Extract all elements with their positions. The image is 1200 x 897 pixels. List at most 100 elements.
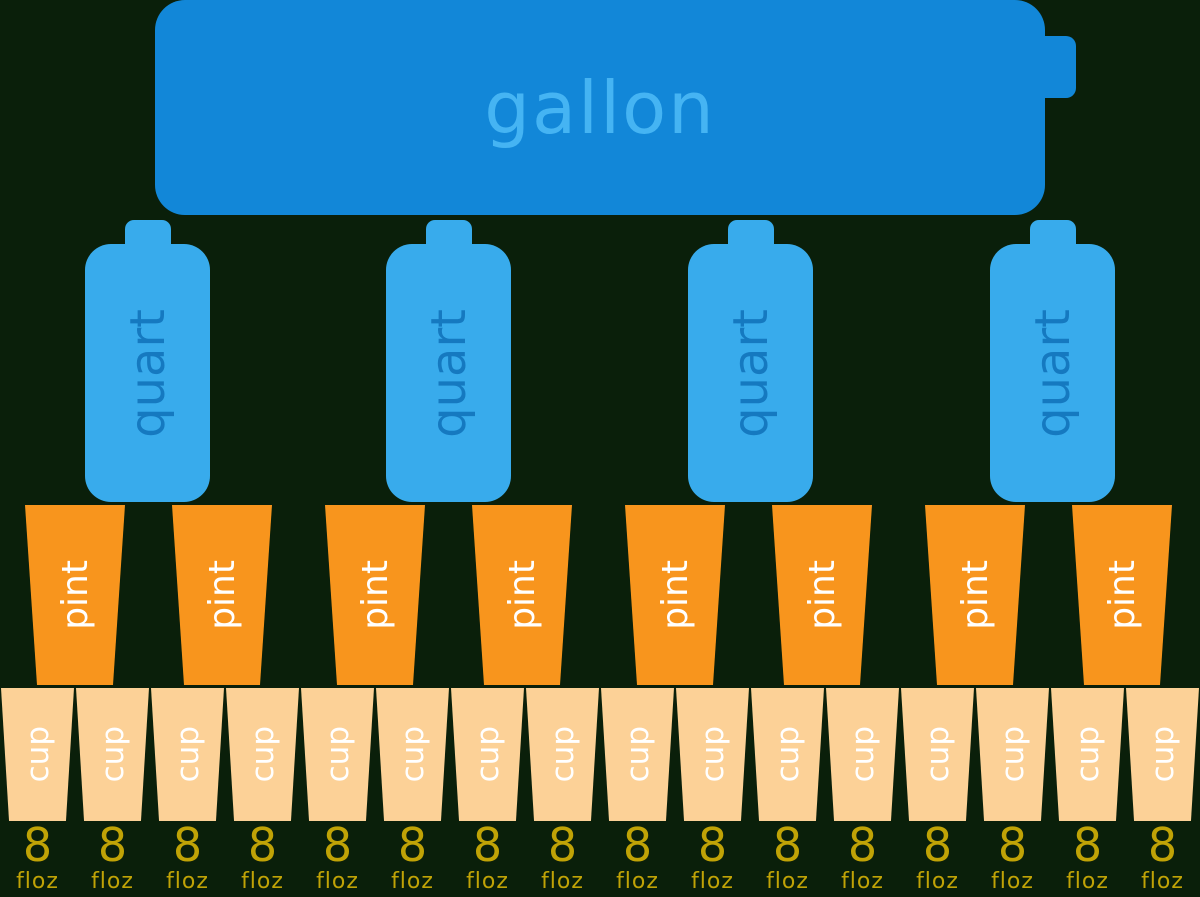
cup-container: cup xyxy=(1051,688,1124,821)
floz-unit: floz xyxy=(391,869,434,894)
cup-label: cup xyxy=(919,726,956,783)
pint-label: pint xyxy=(654,560,696,630)
floz-unit: floz xyxy=(1141,869,1184,894)
floz-value: 8 xyxy=(97,818,128,872)
quart-container: quart xyxy=(990,220,1115,502)
floz-value: 8 xyxy=(172,818,203,872)
pint-container: pint xyxy=(772,505,872,685)
cup-label: cup xyxy=(544,726,581,783)
quart-label: quart xyxy=(119,308,176,438)
floz-unit: floz xyxy=(991,869,1034,894)
cup-container: cup xyxy=(976,688,1049,821)
pint-label: pint xyxy=(201,560,243,630)
quart-body: quart xyxy=(386,244,511,502)
pint-label: pint xyxy=(354,560,396,630)
floz-unit: floz xyxy=(541,869,584,894)
cup-label: cup xyxy=(619,726,656,783)
floz-unit: floz xyxy=(241,869,284,894)
cup-label: cup xyxy=(19,726,56,783)
floz-value: 8 xyxy=(622,818,653,872)
pint-label: pint xyxy=(501,560,543,630)
cup-container: cup xyxy=(151,688,224,821)
quart-container: quart xyxy=(688,220,813,502)
quart-body: quart xyxy=(990,244,1115,502)
cup-container: cup xyxy=(226,688,299,821)
pint-label: pint xyxy=(954,560,996,630)
quart-label: quart xyxy=(722,308,779,438)
cup-label: cup xyxy=(694,726,731,783)
floz-value: 8 xyxy=(922,818,953,872)
floz-unit: floz xyxy=(16,869,59,894)
floz-value: 8 xyxy=(697,818,728,872)
pint-label: pint xyxy=(1101,560,1143,630)
gallon-spout xyxy=(1040,36,1076,98)
pint-container: pint xyxy=(925,505,1025,685)
quart-container: quart xyxy=(386,220,511,502)
cup-container: cup xyxy=(901,688,974,821)
quart-cap xyxy=(727,220,774,244)
pint-label: pint xyxy=(801,560,843,630)
cup-container: cup xyxy=(376,688,449,821)
floz-value: 8 xyxy=(1147,818,1178,872)
pint-container: pint xyxy=(625,505,725,685)
quart-body: quart xyxy=(85,244,210,502)
floz-value: 8 xyxy=(547,818,578,872)
cup-container: cup xyxy=(676,688,749,821)
floz-value: 8 xyxy=(397,818,428,872)
floz-unit: floz xyxy=(91,869,134,894)
floz-value: 8 xyxy=(322,818,353,872)
cup-label: cup xyxy=(94,726,131,783)
floz-unit: floz xyxy=(841,869,884,894)
gallon-container: gallon xyxy=(155,0,1045,215)
gallon-label: gallon xyxy=(484,65,716,150)
cup-container: cup xyxy=(1,688,74,821)
pint-container: pint xyxy=(472,505,572,685)
pint-container: pint xyxy=(172,505,272,685)
cup-container: cup xyxy=(826,688,899,821)
cup-container: cup xyxy=(601,688,674,821)
pint-container: pint xyxy=(25,505,125,685)
cup-label: cup xyxy=(319,726,356,783)
floz-value: 8 xyxy=(772,818,803,872)
quart-cap xyxy=(1029,220,1076,244)
floz-unit: floz xyxy=(691,869,734,894)
cup-container: cup xyxy=(1126,688,1199,821)
cup-label: cup xyxy=(469,726,506,783)
pint-container: pint xyxy=(1072,505,1172,685)
cup-container: cup xyxy=(526,688,599,821)
floz-unit: floz xyxy=(166,869,209,894)
floz-unit: floz xyxy=(316,869,359,894)
cup-container: cup xyxy=(301,688,374,821)
floz-value: 8 xyxy=(847,818,878,872)
cup-label: cup xyxy=(169,726,206,783)
quart-cap xyxy=(124,220,171,244)
floz-unit: floz xyxy=(466,869,509,894)
cup-label: cup xyxy=(244,726,281,783)
quart-label: quart xyxy=(1024,308,1081,438)
cup-container: cup xyxy=(76,688,149,821)
floz-unit: floz xyxy=(1066,869,1109,894)
cup-container: cup xyxy=(451,688,524,821)
quart-cap xyxy=(425,220,472,244)
quart-body: quart xyxy=(688,244,813,502)
floz-value: 8 xyxy=(247,818,278,872)
cup-label: cup xyxy=(1144,726,1181,783)
cup-label: cup xyxy=(844,726,881,783)
floz-value: 8 xyxy=(22,818,53,872)
cup-label: cup xyxy=(994,726,1031,783)
